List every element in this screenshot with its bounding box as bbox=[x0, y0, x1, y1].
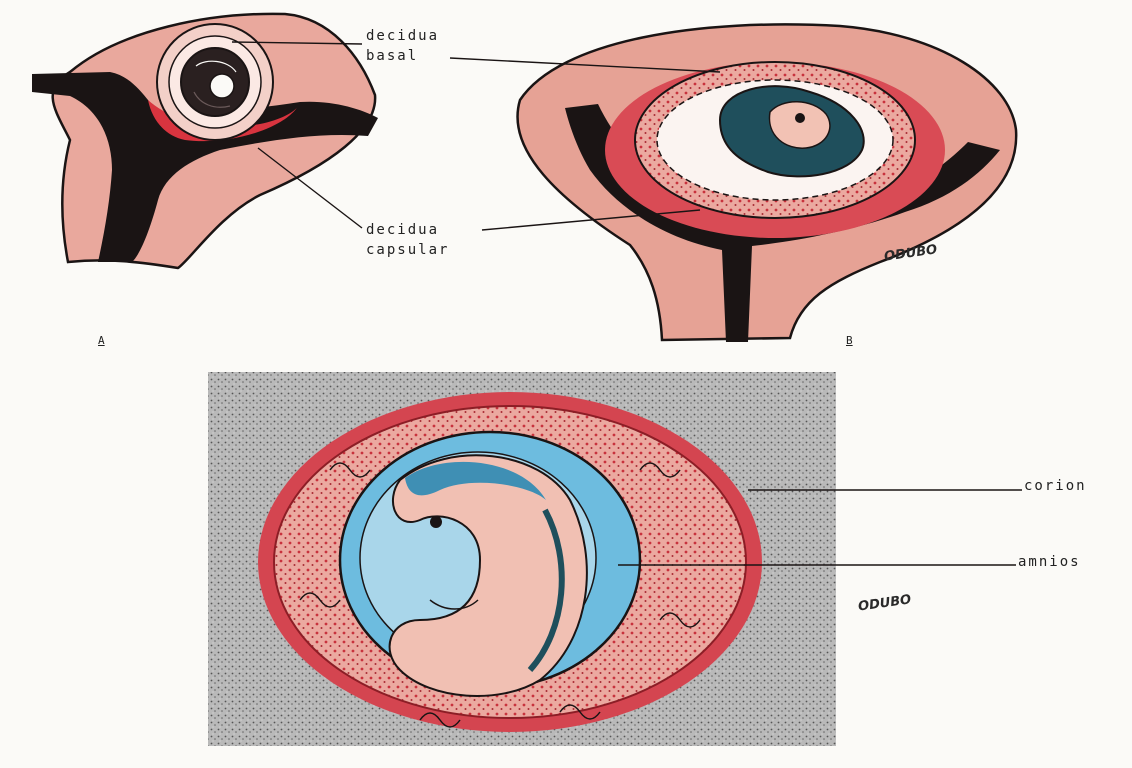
label-decidua-basal-line1: decidua bbox=[366, 28, 439, 44]
label-corion: corion bbox=[1024, 478, 1087, 494]
label-decidua-basal-line2: basal bbox=[366, 48, 418, 64]
panel-c-sac bbox=[208, 372, 836, 746]
label-decidua-capsular-line2: capsular bbox=[366, 242, 449, 258]
panel-label-b: B bbox=[846, 334, 853, 347]
panel-label-a: A bbox=[98, 334, 105, 347]
panel-a-uterus bbox=[32, 14, 378, 268]
label-decidua-capsular-line1: decidua bbox=[366, 222, 439, 238]
label-amnios: amnios bbox=[1018, 554, 1081, 570]
panel-b-uterus bbox=[518, 24, 1017, 342]
